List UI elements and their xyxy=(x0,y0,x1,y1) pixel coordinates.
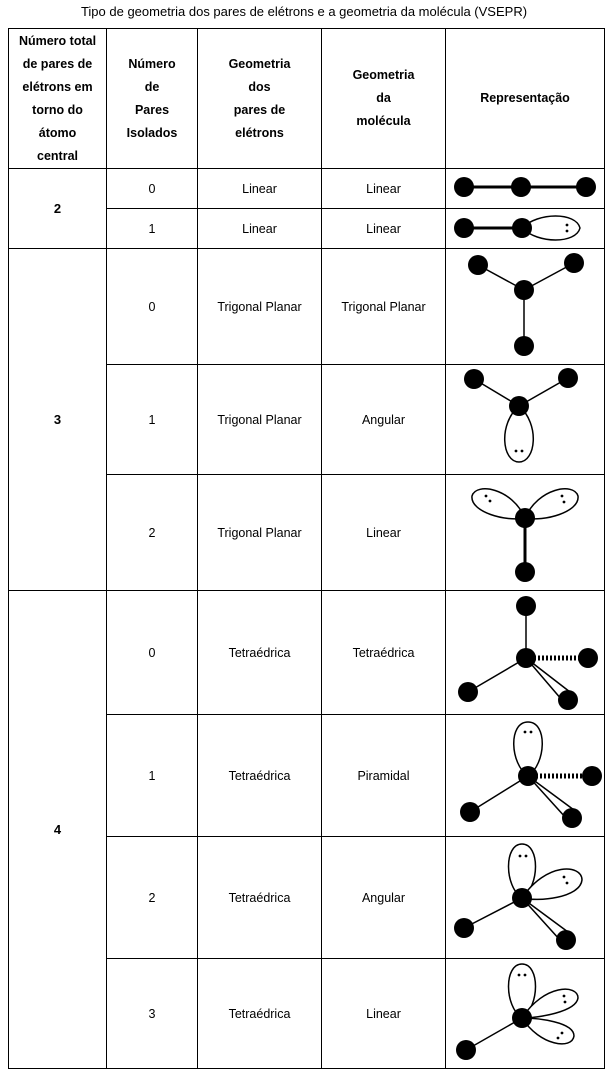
angular-one-lone-pair-icon xyxy=(464,367,578,463)
electron-geometry-cell: Trigonal Planar xyxy=(197,474,322,591)
total-pairs-cell: 2 xyxy=(8,168,107,249)
representation-cell xyxy=(445,958,605,1069)
table-row: 3 Tetraédrica Linear xyxy=(9,958,605,1069)
table-row: 3 0 Trigonal Planar Trigonal Planar xyxy=(8,248,605,591)
tetrahedral-icon xyxy=(458,595,598,710)
electron-geometry-cell: Tetraédrica xyxy=(197,836,322,959)
header-representation: Representação xyxy=(445,28,605,169)
table-row: 1 Trigonal Planar Angular xyxy=(9,364,605,475)
lone-pairs-cell: 0 xyxy=(106,248,198,365)
total-pairs-cell: 3 xyxy=(8,248,107,591)
representation-cell xyxy=(445,836,605,959)
lone-pairs-cell: 3 xyxy=(106,958,198,1069)
molecular-geometry-cell: Linear xyxy=(321,474,446,591)
molecular-geometry-cell: Angular xyxy=(321,836,446,959)
electron-geometry-cell: Tetraédrica xyxy=(197,714,322,837)
molecular-geometry-cell: Tetraédrica xyxy=(321,590,446,715)
representation-cell xyxy=(445,168,605,209)
lone-pairs-cell: 1 xyxy=(106,208,198,249)
table-row: 1 Tetraédrica Piramidal xyxy=(9,714,605,837)
molecular-geometry-cell: Trigonal Planar xyxy=(321,248,446,365)
molecular-geometry-cell: Linear xyxy=(321,208,446,249)
electron-geometry-cell: Tetraédrica xyxy=(197,590,322,715)
electron-geometry-cell: Trigonal Planar xyxy=(197,248,322,365)
header-row: Número total de pares de elétrons em tor… xyxy=(8,28,605,169)
linear-two-lone-pairs-icon xyxy=(471,487,579,582)
molecular-geometry-cell: Piramidal xyxy=(321,714,446,837)
lone-pairs-cell: 1 xyxy=(106,364,198,475)
header-electron-geometry: Geometria dos pares de elétrons xyxy=(197,28,322,169)
molecular-geometry-cell: Linear xyxy=(321,168,446,209)
electron-geometry-cell: Linear xyxy=(197,168,322,209)
representation-cell xyxy=(445,474,605,591)
representation-cell xyxy=(445,714,605,837)
header-lone-pairs: Número de Pares Isolados xyxy=(106,28,198,169)
representation-cell xyxy=(445,248,605,365)
linear-three-atoms-icon xyxy=(454,176,596,197)
lone-pairs-cell: 0 xyxy=(106,168,198,209)
electron-geometry-cell: Trigonal Planar xyxy=(197,364,322,475)
table-row: 2 Tetraédrica Angular xyxy=(9,836,605,959)
total-pairs-cell: 4 xyxy=(8,590,107,1069)
representation-cell xyxy=(445,364,605,475)
linear-three-lone-pairs-icon xyxy=(456,962,579,1060)
vsepr-table: Número total de pares de elétrons em tor… xyxy=(8,28,605,1069)
molecular-geometry-cell: Angular xyxy=(321,364,446,475)
header-molecular-geometry: Geometria da molécula xyxy=(321,28,446,169)
table-row: 2 0 Linear Linear xyxy=(8,168,605,249)
electron-geometry-cell: Linear xyxy=(197,208,322,249)
molecular-geometry-cell: Linear xyxy=(321,958,446,1069)
table-row: 4 0 Tetraédrica Tetraédrica xyxy=(8,590,605,1069)
header-total-pairs: Número total de pares de elétrons em tor… xyxy=(8,28,107,169)
lone-pairs-cell: 0 xyxy=(106,590,198,715)
table-row: 2 Trigonal Planar Linear xyxy=(9,474,605,591)
trigonal-planar-icon xyxy=(468,252,584,356)
page-title: Tipo de geometria dos pares de elétrons … xyxy=(80,4,528,19)
representation-cell xyxy=(445,208,605,249)
lone-pairs-cell: 2 xyxy=(106,836,198,959)
angular-two-lone-pairs-icon xyxy=(454,842,583,950)
lone-pairs-cell: 1 xyxy=(106,714,198,837)
lone-pairs-cell: 2 xyxy=(106,474,198,591)
linear-with-lone-pair-icon xyxy=(454,214,581,241)
pyramidal-icon xyxy=(460,720,602,828)
electron-geometry-cell: Tetraédrica xyxy=(197,958,322,1069)
representation-cell xyxy=(445,590,605,715)
